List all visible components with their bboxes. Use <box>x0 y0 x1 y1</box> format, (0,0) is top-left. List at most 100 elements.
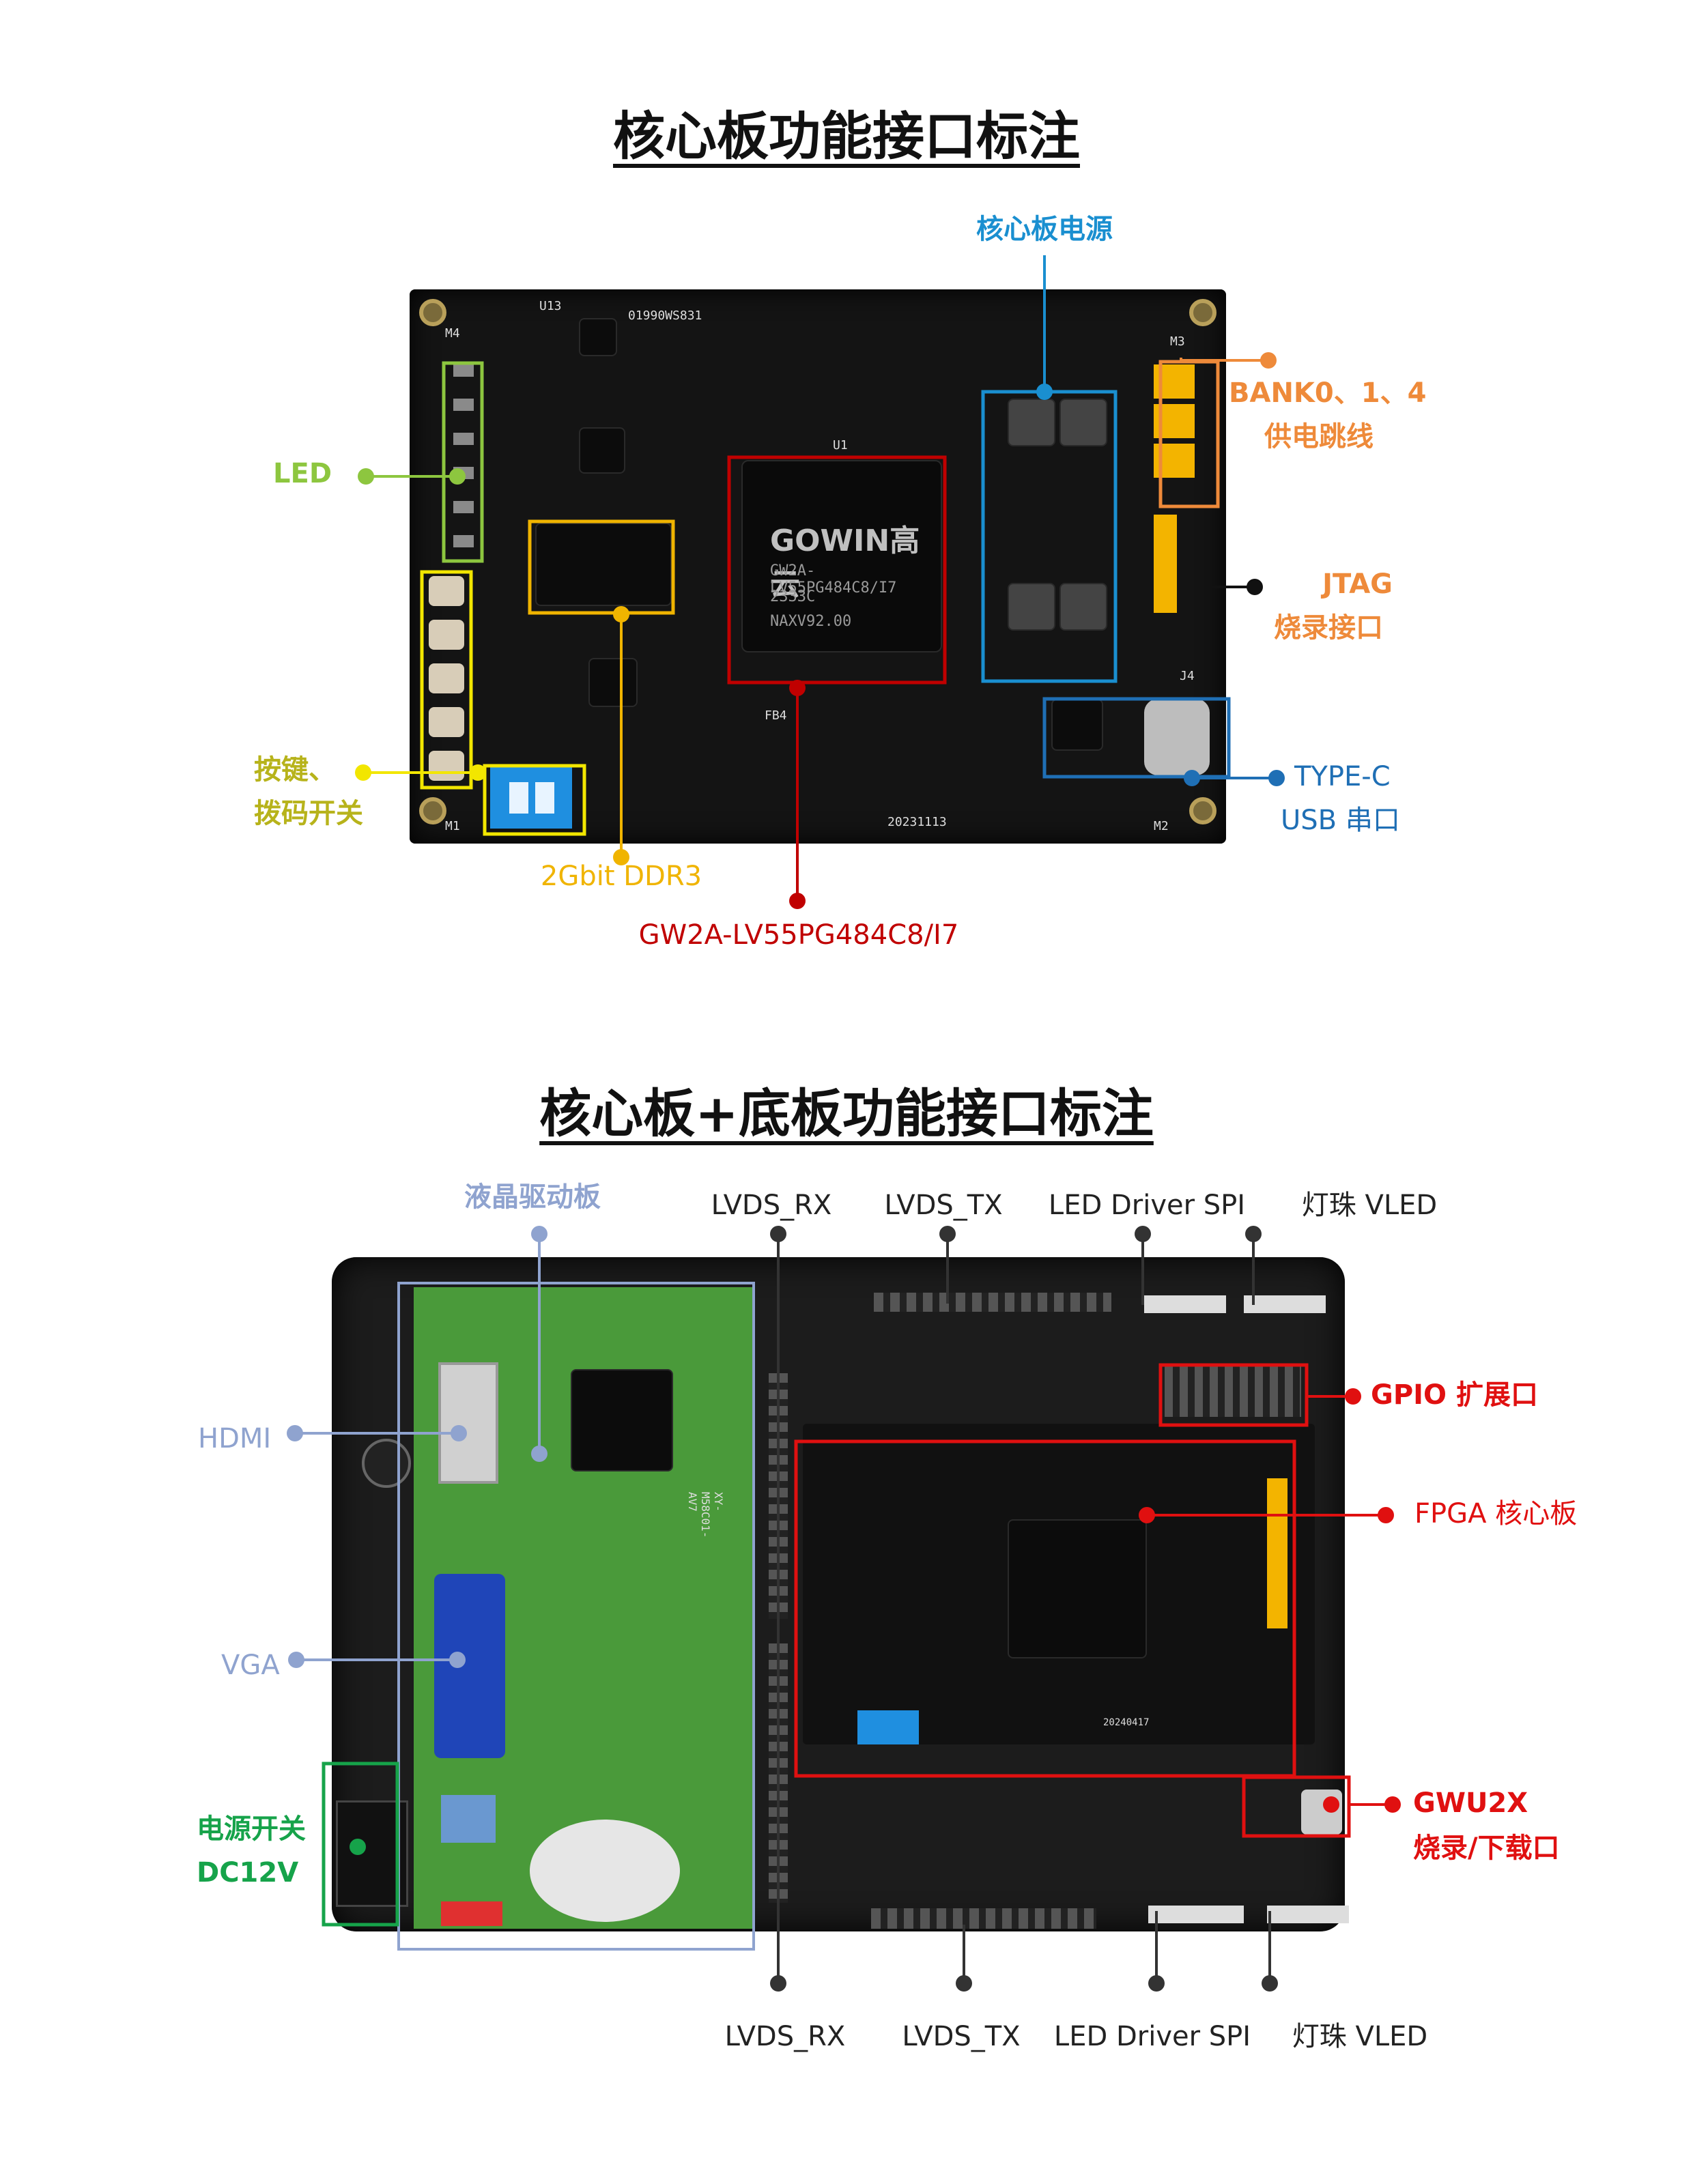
silk-m4: M4 <box>445 326 460 341</box>
core-board-title: 核心板功能接口标注 <box>613 106 1080 167</box>
mounted-jumpers <box>1267 1478 1287 1628</box>
led-spi-connector-bottom <box>1148 1906 1244 1923</box>
dip-switch <box>490 767 572 829</box>
fpga-lot-marking: 2333C <box>770 588 816 605</box>
jtag-label-line1: JTAG <box>1322 569 1393 600</box>
silk-m3: M3 <box>1170 334 1185 349</box>
led-pad <box>453 535 474 547</box>
inductor <box>1059 583 1107 631</box>
ddr-label: 2Gbit DDR3 <box>540 861 702 892</box>
led-pad <box>453 467 474 479</box>
jtag-header <box>1154 515 1177 613</box>
fpga-code-marking: NAXV92.00 <box>770 613 852 630</box>
gpio-label: GPIO 扩展口 <box>1371 1379 1538 1411</box>
silk-j4: J4 <box>1180 669 1195 683</box>
lvds-tx-bottom-label: LVDS_TX <box>902 2021 1021 2052</box>
lvds-rx-header <box>769 1373 788 1619</box>
mounted-core-board: 20240417 <box>803 1424 1315 1744</box>
jumper <box>1154 444 1195 478</box>
vled-connector <box>1244 1295 1326 1313</box>
bank-label-line2: 供电跳线 <box>1264 421 1374 452</box>
fpga-core-label: FPGA 核心板 <box>1414 1498 1578 1529</box>
power-label: 核心板电源 <box>976 214 1113 245</box>
inductor <box>1008 583 1055 631</box>
mounted-dip-switch <box>857 1710 919 1744</box>
silk-date: 20231113 <box>887 815 947 829</box>
fpga-chip: GOWIN高云 GW2A-LV55PG484C8/I7 2333C NAXV92… <box>741 460 942 652</box>
lcd-driver-label: 液晶驱动板 <box>464 1181 601 1213</box>
red-connector <box>441 1901 502 1926</box>
ddr3-chip <box>535 523 672 606</box>
vga-label: VGA <box>221 1650 280 1681</box>
lcd-controller-ic <box>571 1369 673 1471</box>
lvds-tx-top-label: LVDS_TX <box>884 1190 1003 1221</box>
mounted-fpga <box>1008 1519 1147 1658</box>
lvds-tx-header-bottom <box>871 1908 1096 1929</box>
speaker <box>530 1820 680 1922</box>
power-switch-label-line1: 电源开关 <box>197 1813 306 1845</box>
mount-hole <box>1189 797 1217 824</box>
usb-uart-ic <box>1051 699 1103 751</box>
typec-connector <box>1144 699 1210 775</box>
led-pad <box>453 364 474 377</box>
led-pad <box>453 501 474 513</box>
gwu2x-connector <box>1301 1790 1342 1835</box>
led-spi-bottom-label: LED Driver SPI <box>1053 2021 1251 2052</box>
typec-label-line2: USB 串口 <box>1281 805 1400 836</box>
lvds-tx-header <box>874 1293 1111 1312</box>
core-board-photo: GOWIN高云 GW2A-LV55PG484C8/I7 2333C NAXV92… <box>410 289 1226 844</box>
keys-label-line1: 按键、 <box>254 754 336 786</box>
lcd-driver-board: XY-M58C01-AV7 <box>414 1287 755 1929</box>
jumper <box>1154 404 1195 438</box>
led-label: LED <box>273 458 332 489</box>
jumper <box>1154 364 1195 399</box>
lvds-rx-header-lower <box>769 1643 788 1903</box>
vled-connector-bottom <box>1267 1906 1349 1923</box>
vled-top-label: 灯珠 VLED <box>1301 1190 1438 1221</box>
key-button <box>429 576 464 606</box>
silk-m1: M1 <box>445 819 460 833</box>
lcd-part-marking: XY-M58C01-AV7 <box>686 1492 725 1538</box>
capacitor <box>362 1439 411 1488</box>
key-button <box>429 751 464 781</box>
hdmi-label: HDMI <box>198 1423 272 1454</box>
vled-bottom-label: 灯珠 VLED <box>1292 2021 1428 2052</box>
led-pad <box>453 399 474 411</box>
vga-connector <box>434 1574 505 1758</box>
base-board-title: 核心板+底板功能接口标注 <box>539 1083 1154 1144</box>
hdmi-connector <box>438 1362 498 1484</box>
small-ic <box>588 658 638 707</box>
core-date-marking: 20240417 <box>1103 1717 1150 1728</box>
key-button <box>429 620 464 650</box>
gwu2x-label-line2: 烧录/下载口 <box>1413 1833 1560 1864</box>
lvds-rx-top-label: LVDS_RX <box>711 1190 832 1221</box>
lvds-rx-bottom-label: LVDS_RX <box>724 2021 846 2052</box>
led-pad <box>453 433 474 445</box>
inductor <box>1008 399 1055 446</box>
keys-label-line2: 拨码开关 <box>254 798 363 829</box>
gpio-header <box>1165 1366 1301 1417</box>
audio-jack <box>441 1795 496 1843</box>
power-switch-label-line2: DC12V <box>197 1857 299 1888</box>
small-ic <box>579 427 625 474</box>
typec-label-line1: TYPE-C <box>1294 761 1391 792</box>
small-ic <box>579 318 617 356</box>
led-spi-connector <box>1144 1295 1226 1313</box>
silk-u1: U1 <box>833 438 848 452</box>
mount-hole <box>419 797 446 824</box>
key-button <box>429 663 464 693</box>
silk-u13: U13 <box>539 299 562 313</box>
jtag-label-line2: 烧录接口 <box>1274 612 1383 644</box>
base-board-photo: XY-M58C01-AV7 20240417 <box>332 1257 1349 1931</box>
mount-hole <box>419 299 446 326</box>
inductor <box>1059 399 1107 446</box>
bank-label-line1: BANK0、1、4 <box>1229 377 1427 409</box>
gwu2x-label-line1: GWU2X <box>1413 1787 1528 1819</box>
fpga-label: GW2A-LV55PG484C8/I7 <box>638 919 959 951</box>
silk-m2: M2 <box>1154 819 1169 833</box>
lvds-tx-bottom-callout <box>956 1925 972 1992</box>
mount-hole <box>1189 299 1217 326</box>
lvds-rx-bottom-callout <box>770 1975 786 1992</box>
silk-serial: 01990WS831 <box>628 308 702 323</box>
led-spi-top-label: LED Driver SPI <box>1048 1190 1246 1221</box>
